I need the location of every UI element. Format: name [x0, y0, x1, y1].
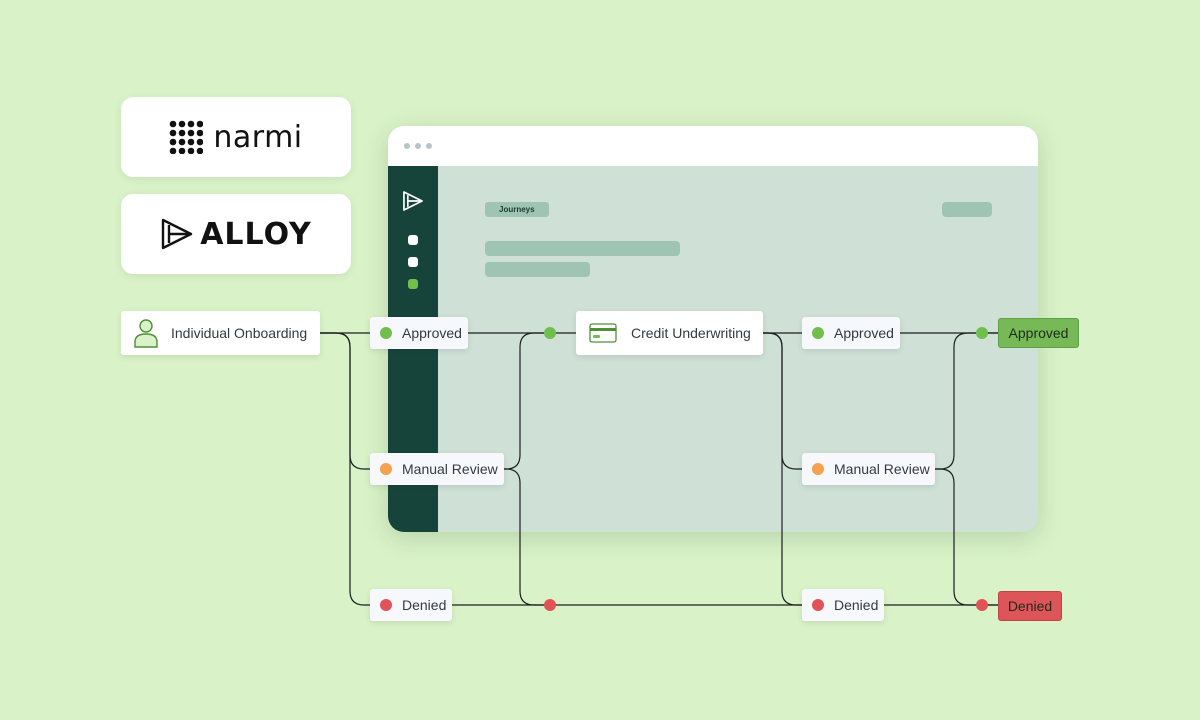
merge-dot-approved — [544, 327, 556, 339]
narmi-logo-text: narmi — [213, 119, 303, 155]
header-button-placeholder[interactable] — [942, 202, 992, 217]
person-icon — [134, 319, 158, 348]
window-dot — [415, 143, 421, 149]
manual-review-status-dot — [812, 463, 824, 475]
individual-onboarding-label: Individual Onboarding — [171, 325, 308, 341]
journeys-tag[interactable]: Journeys — [485, 202, 549, 217]
merge-dot-denied — [976, 599, 988, 611]
approved-label: Approved — [402, 325, 462, 341]
merge-dot-approved — [976, 327, 988, 339]
approved-status-dot — [812, 327, 824, 339]
narmi-grid-icon — [170, 120, 204, 154]
alloy-logo-card: ALLOY — [121, 194, 351, 274]
window-titlebar — [388, 126, 1038, 166]
manual-review-label: Manual Review — [834, 461, 930, 477]
window-dot — [404, 143, 410, 149]
alloy-logo-text: ALLOY — [200, 216, 312, 252]
denied-status-dot — [380, 599, 392, 611]
narmi-logo-card: narmi — [121, 97, 351, 177]
denied-label: Denied — [834, 597, 879, 613]
denied-node[interactable]: Denied — [802, 589, 884, 621]
sidebar-nav-item-active[interactable] — [408, 279, 418, 289]
alloy-logo-icon[interactable] — [402, 190, 424, 212]
title-placeholder — [485, 241, 680, 256]
approved-label: Approved — [834, 325, 894, 341]
approved-status-dot — [380, 327, 392, 339]
subtitle-placeholder — [485, 262, 590, 277]
sidebar-nav-item[interactable] — [408, 235, 418, 245]
credit-card-icon — [589, 323, 617, 343]
denied-label: Denied — [402, 597, 447, 613]
credit-underwriting-label: Credit Underwriting — [631, 325, 751, 341]
manual-review-node[interactable]: Manual Review — [370, 453, 504, 485]
credit-underwriting-node[interactable]: Credit Underwriting — [576, 311, 763, 355]
manual-review-label: Manual Review — [402, 461, 498, 477]
alloy-logo-icon — [162, 218, 193, 250]
manual-review-status-dot — [380, 463, 392, 475]
sidebar-nav-item[interactable] — [408, 257, 418, 267]
window-dot — [426, 143, 432, 149]
approved-node[interactable]: Approved — [370, 317, 468, 349]
manual-review-node[interactable]: Manual Review — [802, 453, 935, 485]
denied-node[interactable]: Denied — [370, 589, 452, 621]
approved-node[interactable]: Approved — [802, 317, 900, 349]
denied-outcome[interactable]: Denied — [998, 591, 1062, 621]
merge-dot-denied — [544, 599, 556, 611]
individual-onboarding-node[interactable]: Individual Onboarding — [121, 311, 320, 355]
denied-status-dot — [812, 599, 824, 611]
approved-outcome[interactable]: Approved — [998, 318, 1079, 348]
